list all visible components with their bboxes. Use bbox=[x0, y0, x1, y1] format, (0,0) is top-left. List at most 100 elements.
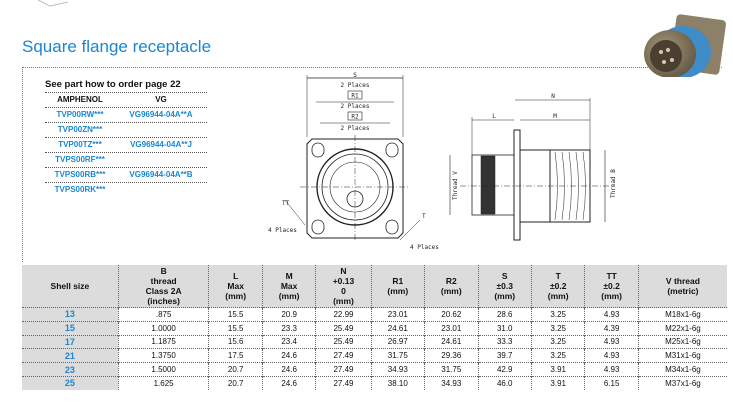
table-cell: 1.0000 bbox=[117, 320, 209, 336]
column-header: R2(mm) bbox=[424, 265, 478, 308]
dim-thread-b-label: Thread B bbox=[610, 169, 617, 198]
header-line: (mm) bbox=[494, 291, 516, 301]
part-row: TVP00TZ*** VG96944-04A**J bbox=[45, 138, 207, 153]
vg-part-number: VG96944-04A**J bbox=[130, 140, 192, 149]
part-row: TVP00RW***VG96944-04A**A bbox=[45, 108, 207, 123]
dim-l-label: L bbox=[492, 113, 496, 120]
table-cell: 29.36 bbox=[424, 348, 478, 363]
header-line: ±0.2 bbox=[603, 281, 620, 291]
dim-m-label: M bbox=[553, 113, 557, 120]
table-cell: M31x1-6g bbox=[637, 348, 727, 363]
table-cell: 28.6 bbox=[477, 307, 532, 322]
table-cell: 4.39 bbox=[584, 320, 639, 336]
header-line: Max bbox=[227, 281, 244, 291]
table-cell: 27.49 bbox=[315, 348, 372, 363]
amphenol-part-number: TVP00RW*** bbox=[56, 110, 104, 119]
header-line: L bbox=[233, 271, 239, 281]
table-cell: 15.5 bbox=[208, 307, 263, 322]
table-cell: 17.5 bbox=[208, 348, 263, 363]
table-cell: M25x1-6g bbox=[637, 334, 727, 349]
part-row: TVPS00RB*** VG96944-04A**B bbox=[45, 168, 207, 183]
table-cell: 20.7 bbox=[208, 362, 263, 377]
table-cell: .875 bbox=[117, 307, 209, 322]
table-cell: 20.9 bbox=[261, 307, 316, 322]
amphenol-part-number: TVPS00RF*** bbox=[55, 155, 105, 164]
header-line: R2 bbox=[445, 276, 457, 286]
divider bbox=[22, 67, 722, 68]
header-line: (mm) bbox=[225, 291, 247, 301]
dim-r1-label: R1 bbox=[351, 93, 359, 100]
table-cell: 6.15 bbox=[584, 375, 639, 390]
table-cell: 24.6 bbox=[261, 375, 316, 390]
header-line: +0.13 bbox=[332, 276, 355, 286]
front-view: S 2 Places R1 2 Places R2 2 Places TT 4 … bbox=[268, 72, 439, 251]
decorative-shape bbox=[38, 0, 68, 7]
table-cell: 3.25 bbox=[530, 307, 585, 322]
header-line: M bbox=[285, 271, 293, 281]
amphenol-part-number: TVP00ZN*** bbox=[57, 125, 103, 134]
table-cell: 3.91 bbox=[530, 362, 585, 377]
dim-t-label: T bbox=[422, 213, 426, 220]
table-cell: 33.3 bbox=[477, 334, 532, 349]
header-line: (mm) bbox=[601, 291, 623, 301]
header-line: Max bbox=[280, 281, 298, 291]
technical-drawing: S 2 Places R1 2 Places R2 2 Places TT 4 … bbox=[268, 72, 617, 251]
shell-size-cell: 25 bbox=[22, 375, 119, 390]
header-line: S bbox=[501, 271, 508, 281]
table-cell: 1.3750 bbox=[117, 348, 209, 363]
column-header: TT±0.2(mm) bbox=[584, 265, 639, 308]
vg-part-number bbox=[115, 153, 207, 167]
column-header: VG bbox=[155, 95, 167, 104]
dim-label: 4 Places bbox=[410, 244, 439, 251]
vg-part-number bbox=[115, 123, 207, 137]
table-cell: 1.625 bbox=[117, 375, 209, 390]
part-row: TVPS00RK*** bbox=[45, 183, 207, 197]
table-cell: 20.62 bbox=[424, 307, 478, 322]
part-numbers-table: See part how to order page 22 AMPHENOL V… bbox=[45, 78, 207, 197]
product-photo bbox=[644, 14, 726, 77]
amphenol-part-number: TVPS00RB*** bbox=[54, 170, 106, 179]
dim-label: 2 Places bbox=[341, 82, 370, 89]
table-cell: 23.3 bbox=[261, 320, 316, 336]
header-line: 0 bbox=[341, 286, 346, 296]
header-line: ±0.3 bbox=[496, 281, 513, 291]
table-cell: 4.93 bbox=[584, 348, 639, 363]
column-header: S±0.3(mm) bbox=[477, 265, 532, 308]
table-cell: 24.61 bbox=[424, 334, 478, 349]
table-cell: 20.7 bbox=[208, 375, 263, 390]
header-line: TT bbox=[606, 271, 617, 281]
dim-label: 4 Places bbox=[268, 227, 297, 234]
table-cell: 42.9 bbox=[477, 362, 532, 377]
shell-size-cell: 15 bbox=[22, 320, 119, 336]
vg-part-number: VG96944-04A**B bbox=[129, 170, 193, 179]
table-cell: 31.75 bbox=[370, 348, 425, 363]
header-line: (mm) bbox=[547, 291, 569, 301]
table-cell: 25.49 bbox=[315, 320, 372, 336]
table-cell: 1.1875 bbox=[117, 334, 209, 349]
table-cell: M22x1-6g bbox=[637, 320, 727, 336]
dim-thread-v-label: Thread V bbox=[452, 171, 459, 200]
part-row: TVP00ZN*** bbox=[45, 123, 207, 138]
dim-r2-label: R2 bbox=[351, 114, 359, 121]
table-cell: 27.49 bbox=[315, 362, 372, 377]
header-line: (mm) bbox=[387, 286, 409, 296]
table-cell: 46.0 bbox=[477, 375, 532, 390]
divider bbox=[22, 67, 23, 262]
amphenol-part-number: TVP00TZ*** bbox=[58, 140, 102, 149]
header-line: B bbox=[160, 266, 167, 276]
table-cell: 24.6 bbox=[261, 348, 316, 363]
column-header: R1(mm) bbox=[370, 265, 425, 308]
header-line: T bbox=[555, 271, 561, 281]
shell-size-cell: 17 bbox=[22, 334, 119, 349]
table-cell: 23.01 bbox=[424, 320, 478, 336]
table-cell: 22.99 bbox=[315, 307, 372, 322]
table-cell: 4.93 bbox=[584, 362, 639, 377]
table-cell: 26.97 bbox=[370, 334, 425, 349]
header-line: Class 2A bbox=[145, 286, 182, 296]
header-line: V thread bbox=[665, 276, 700, 286]
table-cell: 3.25 bbox=[530, 348, 585, 363]
